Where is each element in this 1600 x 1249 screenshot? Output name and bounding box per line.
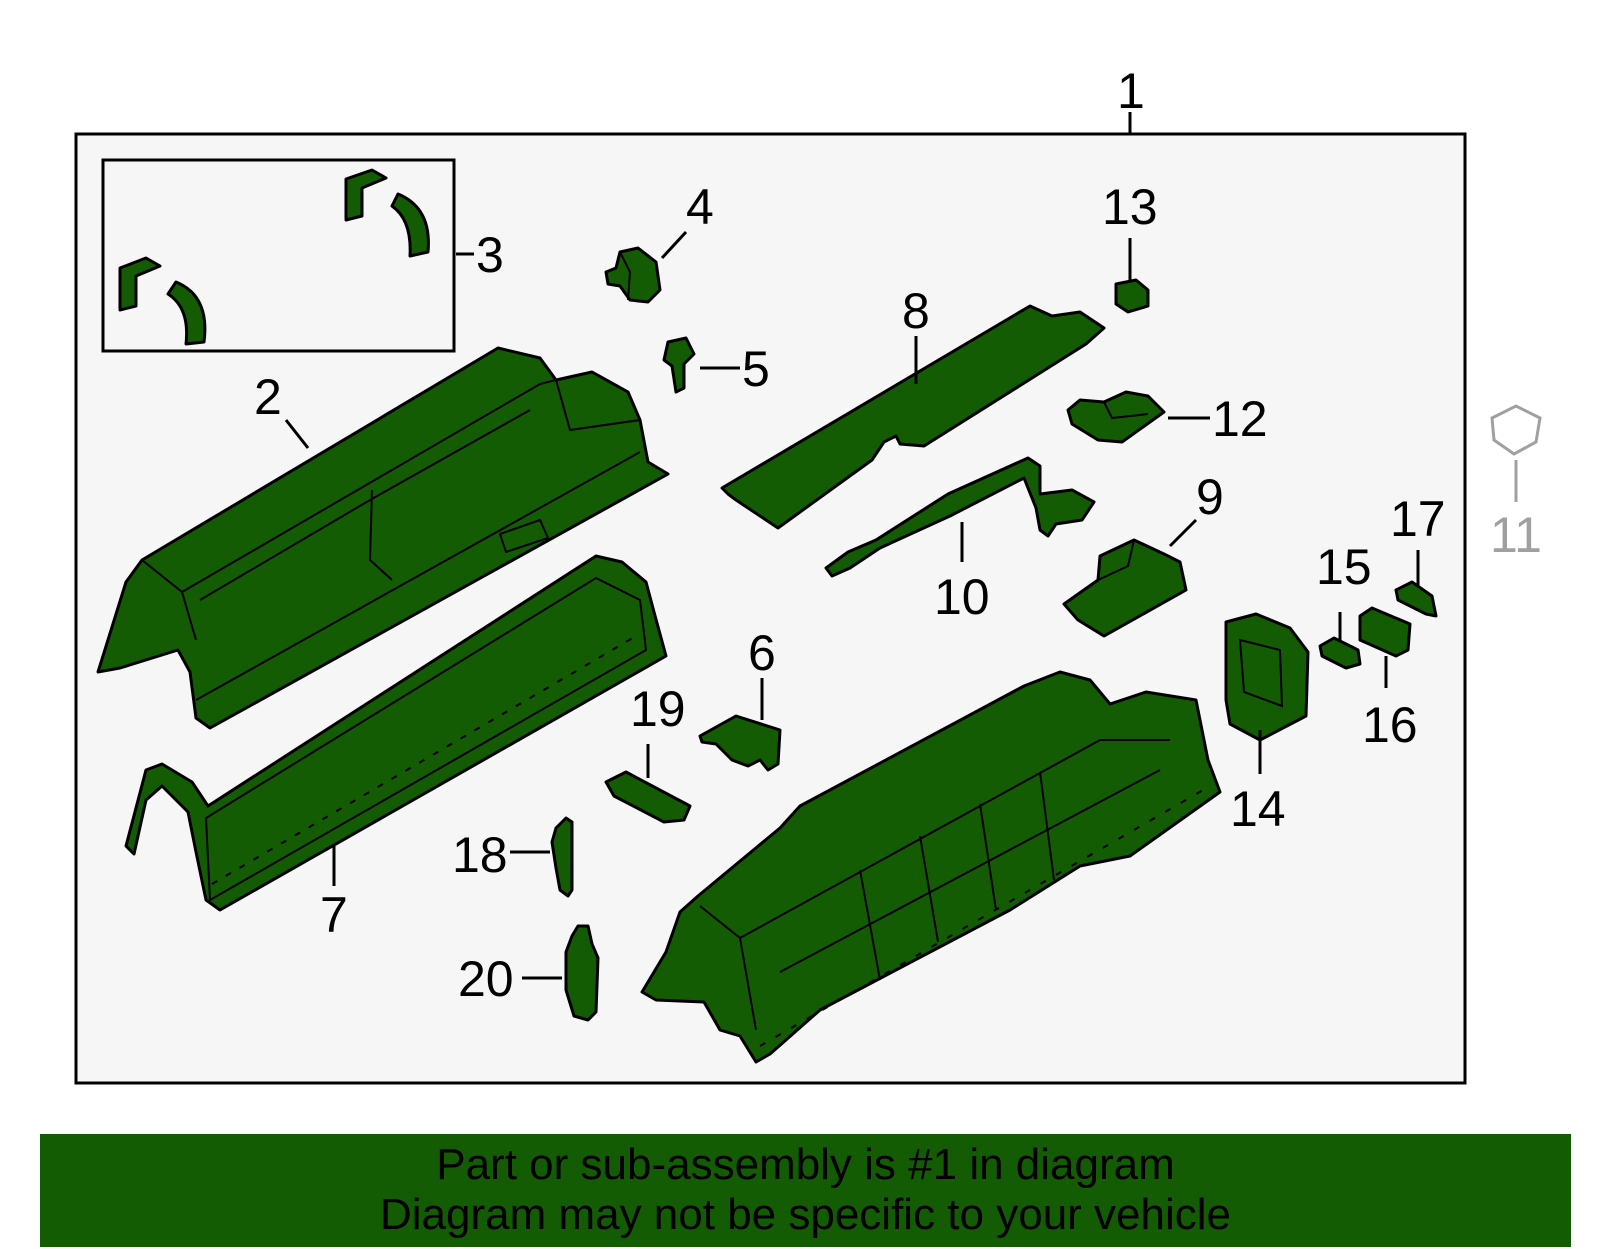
callout-19: 19 (630, 681, 686, 737)
callout-4: 4 (686, 179, 714, 235)
part-6-bracket[interactable] (698, 714, 782, 772)
part-2-battery-cover[interactable] (96, 346, 670, 730)
callout-7: 7 (320, 887, 348, 943)
callout-13: 13 (1102, 179, 1158, 235)
banner-line-1: Part or sub-assembly is #1 in diagram (436, 1140, 1175, 1189)
callout-6: 6 (748, 625, 776, 681)
callout-20: 20 (458, 951, 514, 1007)
callout-3: 3 (476, 227, 504, 283)
kit-box-3 (101, 158, 456, 353)
callout-9: 9 (1196, 469, 1224, 525)
callout-12: 12 (1212, 391, 1268, 447)
part-5-bolt[interactable] (662, 336, 696, 394)
callout-10: 10 (934, 569, 990, 625)
disclaimer-banner: Part or sub-assembly is #1 in diagram Di… (40, 1134, 1571, 1247)
leader-lines (284, 112, 1518, 980)
banner-line-2: Diagram may not be specific to your vehi… (379, 1190, 1232, 1239)
callout-17: 17 (1390, 491, 1446, 547)
callout-15: 15 (1316, 539, 1372, 595)
callout-11: 11 (1490, 507, 1542, 563)
callout-14: 14 (1230, 781, 1286, 837)
part-9-module[interactable] (1062, 538, 1188, 638)
part-20-fuse-holder[interactable] (564, 924, 600, 1022)
callout-5: 5 (742, 341, 770, 397)
part-15-connector[interactable] (1318, 636, 1362, 670)
part-7-seal-gasket[interactable] (124, 554, 668, 912)
part-17-clip[interactable] (1394, 580, 1438, 618)
callout-16: 16 (1362, 697, 1418, 753)
part-19-sensor[interactable] (604, 770, 692, 824)
part-18-bus-bar[interactable] (550, 816, 574, 898)
part-12-bracket[interactable] (1066, 390, 1166, 444)
part-14-module-cover[interactable] (1224, 612, 1310, 742)
callout-labels: 1 2 3 4 5 6 7 8 9 10 11 12 13 14 15 16 1… (254, 63, 1542, 1007)
part-3-brackets[interactable] (118, 168, 430, 346)
part-13-cap[interactable] (1114, 278, 1150, 314)
callout-2: 2 (254, 369, 282, 425)
part-10-wiring-harness[interactable] (824, 456, 1096, 578)
part-16-fuse[interactable] (1358, 606, 1412, 658)
callout-8: 8 (902, 283, 930, 339)
battery-pack-assembly[interactable] (640, 670, 1222, 1064)
callout-1: 1 (1117, 63, 1145, 119)
callout-18: 18 (452, 827, 508, 883)
part-4-grommet[interactable] (604, 246, 662, 304)
part-8-insulator-panel[interactable] (720, 304, 1106, 530)
part-11-ghost-module[interactable] (1490, 404, 1542, 456)
